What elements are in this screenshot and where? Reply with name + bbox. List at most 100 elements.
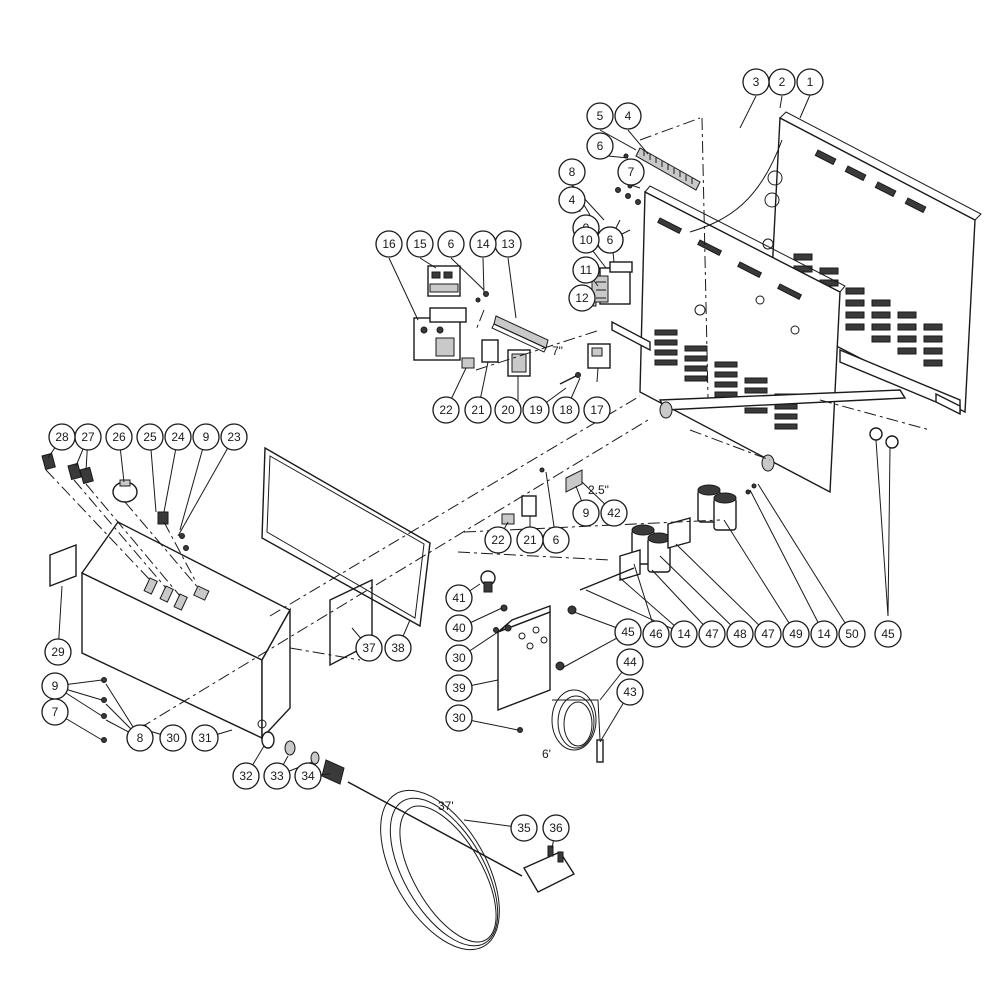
indicator-lamp [157, 511, 169, 525]
callout-number: 10 [579, 233, 593, 247]
power-cord [347, 781, 523, 951]
callout-44: 44 [616, 648, 644, 676]
callout-number: 46 [649, 627, 663, 641]
callout-6: 6 [586, 132, 614, 160]
callout-number: 8 [569, 165, 576, 179]
callout-49: 49 [782, 620, 810, 648]
callout-number: 12 [575, 291, 589, 305]
callout-6: 6 [437, 230, 465, 258]
callout-40: 40 [445, 614, 473, 642]
callout-8: 8 [558, 158, 586, 186]
callout-number: 34 [301, 769, 315, 783]
callout-4: 4 [558, 186, 586, 214]
callout-number: 24 [171, 430, 185, 444]
thermostat-bulb [480, 570, 496, 593]
callout-24: 24 [164, 423, 192, 451]
temperature-probe [596, 739, 604, 763]
door-gasket [261, 446, 431, 628]
callout-number: 4 [569, 193, 576, 207]
callout-37: 37 [355, 634, 383, 662]
callout-3: 3 [742, 68, 770, 96]
lock-nut [284, 740, 296, 756]
capacitors [619, 484, 737, 581]
callout-25: 25 [136, 423, 164, 451]
callout-27: 27 [74, 423, 102, 451]
callout-7: 7 [617, 158, 645, 186]
callout-balloons: 1234567894961011121314615161718192021222… [41, 68, 902, 842]
label-plate [49, 543, 77, 588]
callout-number: 42 [607, 506, 621, 520]
callout-34: 34 [294, 762, 322, 790]
callout-number: 22 [439, 403, 453, 417]
callout-number: 37 [362, 641, 376, 655]
callout-18: 18 [552, 396, 580, 424]
callout-number: 21 [523, 533, 537, 547]
terminal-block-upper [481, 339, 499, 363]
callout-number: 9 [583, 506, 590, 520]
callout-43: 43 [616, 678, 644, 706]
grommet [261, 731, 275, 749]
callout-number: 9 [52, 679, 59, 693]
callout-number: 23 [227, 430, 241, 444]
rocker-switches [41, 452, 94, 485]
callout-47: 47 [754, 620, 782, 648]
terminal-block-lower [521, 495, 537, 517]
callout-14: 14 [810, 620, 838, 648]
callout-number: 30 [452, 711, 466, 725]
callout-number: 14 [817, 627, 831, 641]
callout-41: 41 [445, 584, 473, 612]
callout-number: 4 [625, 109, 632, 123]
junction-box [497, 604, 551, 712]
callout-number: 3 [753, 75, 760, 89]
callout-number: 35 [517, 821, 531, 835]
callout-number: 7 [52, 705, 59, 719]
callout-39: 39 [445, 674, 473, 702]
callout-number: 18 [559, 403, 573, 417]
dim-din-rail-top: 7" [552, 344, 563, 358]
callout-6: 6 [596, 226, 624, 254]
callout-22: 22 [484, 526, 512, 554]
callout-9: 9 [572, 499, 600, 527]
callout-2: 2 [768, 68, 796, 96]
callout-50: 50 [838, 620, 866, 648]
callout-number: 19 [529, 403, 543, 417]
callout-35: 35 [510, 814, 538, 842]
callout-number: 28 [55, 430, 69, 444]
callout-22: 22 [432, 396, 460, 424]
callout-number: 6 [597, 139, 604, 153]
back-panel [762, 111, 982, 414]
callout-23: 23 [220, 423, 248, 451]
callout-4: 4 [614, 102, 642, 130]
end-stop-lower [501, 513, 515, 525]
callout-number: 21 [471, 403, 485, 417]
callout-26: 26 [105, 423, 133, 451]
end-stop-upper [461, 357, 475, 369]
callout-11: 11 [572, 256, 600, 284]
callout-21: 21 [516, 526, 544, 554]
callout-number: 30 [166, 731, 180, 745]
callout-30: 30 [159, 724, 187, 752]
dim-probe-cable: 6' [542, 747, 551, 761]
callout-8: 8 [126, 724, 154, 752]
callout-number: 2 [779, 75, 786, 89]
callout-29: 29 [44, 638, 72, 666]
callout-number: 6 [448, 237, 455, 251]
hex-nut [869, 427, 883, 441]
callout-number: 27 [81, 430, 95, 444]
callout-28: 28 [48, 423, 76, 451]
callout-number: 6 [553, 533, 560, 547]
callout-number: 15 [413, 237, 427, 251]
control-box [80, 521, 291, 740]
callout-number: 6 [607, 233, 614, 247]
callout-number: 30 [452, 651, 466, 665]
callout-number: 16 [382, 237, 396, 251]
callout-45: 45 [614, 618, 642, 646]
mounting-rod [579, 567, 635, 591]
callout-number: 47 [705, 627, 719, 641]
callout-number: 47 [761, 627, 775, 641]
lower-bracket [611, 320, 961, 472]
din-rail-short [565, 469, 583, 493]
callout-number: 45 [881, 627, 895, 641]
